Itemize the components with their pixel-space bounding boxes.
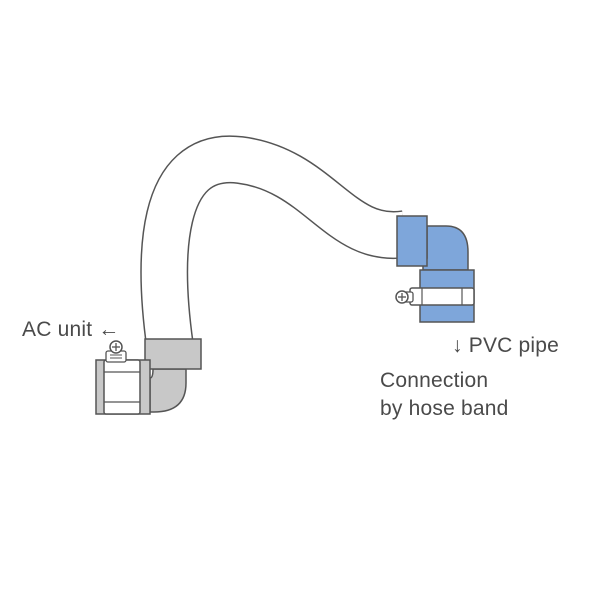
pvc-side-coupler bbox=[396, 215, 428, 267]
ac-unit-label: AC unit ← bbox=[22, 318, 120, 341]
flexible-hose bbox=[140, 135, 410, 350]
hose-band-right-screw bbox=[395, 290, 409, 304]
hose-band-left bbox=[103, 350, 141, 415]
hose-band-right bbox=[403, 287, 475, 306]
connection-label-line2: by hose band bbox=[380, 397, 509, 420]
pvc-side-elbow-fitting bbox=[422, 225, 469, 271]
hose-band-left-screw bbox=[109, 340, 123, 354]
connection-label-line1: Connection bbox=[380, 369, 489, 392]
pvc-pipe-label: ↓ PVC pipe bbox=[452, 334, 560, 357]
ac-side-coupler bbox=[144, 338, 202, 370]
ac-side-elbow-fitting bbox=[149, 368, 187, 413]
